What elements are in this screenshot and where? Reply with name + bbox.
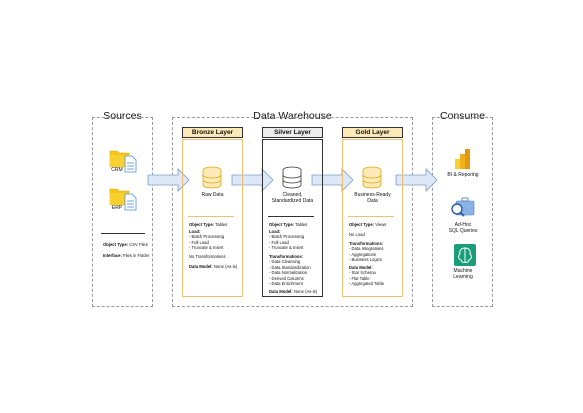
crm-label: CRM bbox=[111, 167, 123, 173]
silver-object-type: Object Type: Tables bbox=[269, 222, 308, 227]
sources-divider bbox=[101, 233, 145, 234]
silver-caption: Cleaned,Standardized Data bbox=[271, 192, 314, 204]
gold-load: No Load bbox=[349, 232, 365, 237]
gold-data-model: Data Model: - Star Schema - Flat Table -… bbox=[349, 265, 385, 287]
gold-divider bbox=[348, 216, 394, 217]
gold-object-type: Object Type: Views bbox=[349, 222, 387, 227]
silver-divider bbox=[268, 216, 314, 217]
consume-title: Consume bbox=[440, 110, 485, 122]
database-icon bbox=[202, 166, 222, 189]
database-icon bbox=[282, 166, 302, 189]
silver-load: Load: - Batch Processing - Full Load - T… bbox=[269, 229, 305, 251]
erp-label: ERP bbox=[111, 205, 123, 211]
brain-icon bbox=[454, 244, 476, 266]
sources-interface: Interface: Files in Folder bbox=[103, 253, 150, 258]
bronze-layer-box bbox=[182, 139, 243, 297]
arrow-gold-to-consume bbox=[395, 168, 438, 192]
folder-file-icon bbox=[109, 150, 137, 173]
silver-layer-box bbox=[262, 139, 323, 297]
gold-layer-header: Gold Layer bbox=[342, 127, 403, 138]
bronze-transformations: No Transformations bbox=[189, 254, 226, 259]
data-warehouse-title: Data Warehouse bbox=[253, 110, 332, 122]
silver-data-model: Data Model: None (As-is) bbox=[269, 289, 318, 294]
sources-object-type: Object Type: CSV Files bbox=[103, 242, 148, 247]
search-briefcase-icon bbox=[451, 197, 475, 217]
sources-title: Sources bbox=[103, 110, 142, 122]
bronze-caption: Raw Data bbox=[201, 192, 224, 198]
bronze-load: Load: - Batch Processing - Full Load - T… bbox=[189, 229, 225, 251]
database-icon bbox=[362, 166, 382, 189]
sources-container bbox=[92, 117, 153, 307]
bronze-data-model: Data Model: None (As-is) bbox=[189, 264, 238, 269]
gold-transformations: Transformations: - Data Integrations - A… bbox=[349, 241, 384, 263]
bronze-object-type: Object Type: Tables bbox=[189, 222, 228, 227]
gold-layer-box bbox=[342, 139, 403, 297]
data-warehouse-container bbox=[172, 117, 413, 307]
bronze-divider bbox=[188, 216, 234, 217]
consume-container bbox=[432, 117, 493, 307]
arrow-sources-to-bronze bbox=[147, 168, 190, 192]
folder-file-icon bbox=[109, 188, 137, 211]
bar-chart-icon bbox=[455, 149, 470, 169]
silver-transformations: Transformations: - Data Cleansing - Data… bbox=[269, 254, 311, 287]
bronze-layer-header: Bronze Layer bbox=[182, 127, 243, 138]
silver-layer-header: Silver Layer bbox=[262, 127, 323, 138]
bi-reporting-label: BI & Reporing bbox=[447, 172, 479, 178]
